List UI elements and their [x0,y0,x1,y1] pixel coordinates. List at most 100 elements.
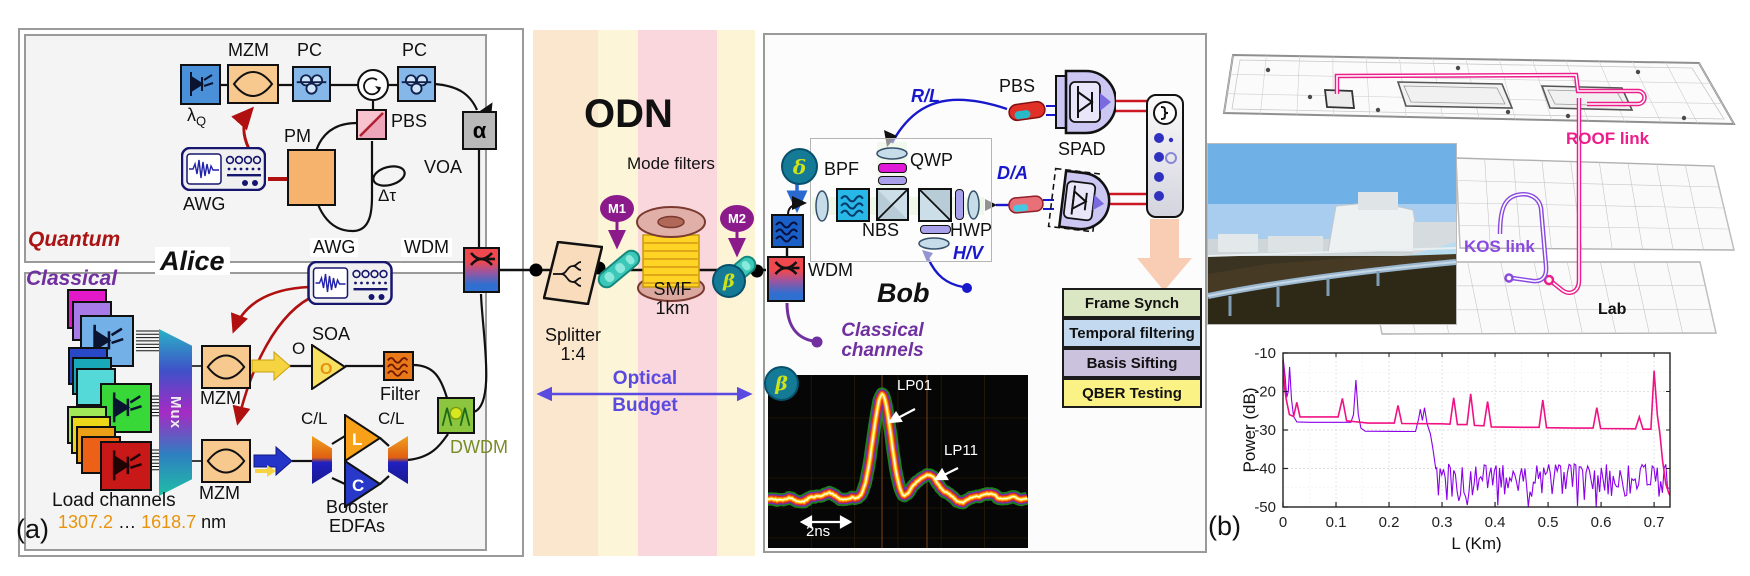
da-label: D/A [997,163,1028,183]
circulator-icon [363,77,381,96]
polarization-controller-1 [292,66,331,102]
mzm-interferometer-icon [206,354,246,380]
step-label: Temporal filtering [1069,324,1195,342]
mux-label: Mux [167,396,184,429]
mode-filter-1 [594,244,644,294]
mzm-label: MZM [228,40,269,60]
svg-text:0.7: 0.7 [1644,514,1665,531]
voa: α [462,111,497,150]
edfa-l-band: L [344,414,382,462]
wl-from: 1307.2 [58,512,114,532]
awg-classical [307,261,393,305]
splitter-line1: Splitter [544,325,602,345]
beta-badge-scope: β [764,366,799,401]
m1-marker: M1 [600,195,634,222]
svg-text:-20: -20 [1254,384,1276,401]
soa-o-label: O [320,361,332,378]
step-temporal-filtering: Temporal filtering [1062,318,1202,348]
railing [1208,247,1456,257]
mzm-interferometer-icon [232,70,274,98]
spad-label: SPAD [1058,139,1106,159]
delta-badge: δ [781,148,818,185]
svg-text:0.5: 0.5 [1538,514,1559,531]
svg-text:-30: -30 [1254,422,1276,439]
phase-modulator [287,149,336,206]
optical-budget-label: Optical Budget [595,369,695,416]
awg-quantum-label: AWG [183,194,226,214]
budget-line1: Optical [612,368,678,389]
booster-line1: Booster [325,497,389,517]
classical-channels-label: Classical channels [825,321,940,361]
lambda-q-label: λQ [187,106,206,128]
booster-line2: EDFAs [328,515,385,536]
edfa-coupler-left [312,436,332,484]
booster-edfas-label: Booster EDFAs [302,498,412,536]
bpf-label: BPF [824,159,860,179]
splitter-1x4 [543,241,603,305]
spad-1 [1054,68,1116,136]
roof-link-label: ROOF link [1566,129,1650,148]
filter-bob [771,214,804,248]
pbs-bob-label: PBS [999,76,1036,96]
edfa-c-band: C [344,460,382,508]
lp01-label: LP01 [897,377,933,394]
o-band-label: O [292,339,306,358]
hwp-label: HWP [950,220,992,240]
classical-mzm-lower [201,439,251,483]
roof-access-box [1323,89,1356,109]
mzm-lower-label: MZM [199,483,240,503]
kos-link-path [1497,192,1549,284]
pbs-alice [356,109,387,140]
splitter-tree-icon [553,261,582,287]
filter-label: Filter [380,384,420,404]
lens-input [815,190,829,222]
cc-line1: Classical [841,320,924,341]
wdm-alice-label: WDM [401,238,452,257]
svg-text:0.4: 0.4 [1485,514,1506,531]
soa: O [311,344,347,390]
roof-skylight-1 [1396,81,1514,109]
filter-alice [383,351,414,381]
scope-annotations [799,408,959,529]
budget-line2: Budget [612,394,678,416]
svg-text:L (Km): L (Km) [1451,534,1501,553]
wdm-cross-icon [470,252,495,266]
pbs-fiber-2 [1007,194,1044,215]
cl-left-label: C/L [301,409,328,428]
laser-diode-icon [190,72,214,96]
quantum-mzm [227,64,279,104]
time-tagger [1146,94,1184,218]
odn-title: ODN [584,92,673,136]
svg-text:0.6: 0.6 [1591,514,1612,531]
splitter-line2: 1:4 [560,343,586,364]
svg-text:-50: -50 [1254,499,1276,516]
sky [1208,144,1456,204]
wl-to: 1618.7 [141,512,197,532]
m2-marker: M2 [720,205,754,232]
voa-label: VOA [424,157,463,177]
step-qber-testing: QBER Testing [1062,378,1202,408]
circulator [357,69,389,101]
mode-filters-label: Mode filters [627,154,715,173]
lambda-sub: Q [196,113,207,129]
beta-letter: β [775,372,788,395]
mzm-upper-label: MZM [200,388,241,408]
voa-alpha-label: α [472,117,487,143]
svg-text:Power (dB): Power (dB) [1243,387,1259,472]
kos-link-label: KOS link [1464,237,1535,256]
roof-columns [1265,65,1687,121]
pm-label: PM [284,126,311,146]
smf-line1: SMF [653,279,692,299]
smf-line2: 1km [655,297,690,318]
step-label: Basis Sifting [1086,354,1178,372]
pc-loops-icon [296,74,327,95]
hv-label: H/V [953,243,984,263]
nbs-cube-2 [918,188,952,222]
wdm-cross-icon [774,261,800,275]
classical-label: Classical [26,267,118,290]
qwp-label: QWP [910,150,953,170]
cc-line2: channels [841,339,924,361]
nbs-label: NBS [862,220,900,240]
svg-text:0: 0 [1279,514,1287,531]
